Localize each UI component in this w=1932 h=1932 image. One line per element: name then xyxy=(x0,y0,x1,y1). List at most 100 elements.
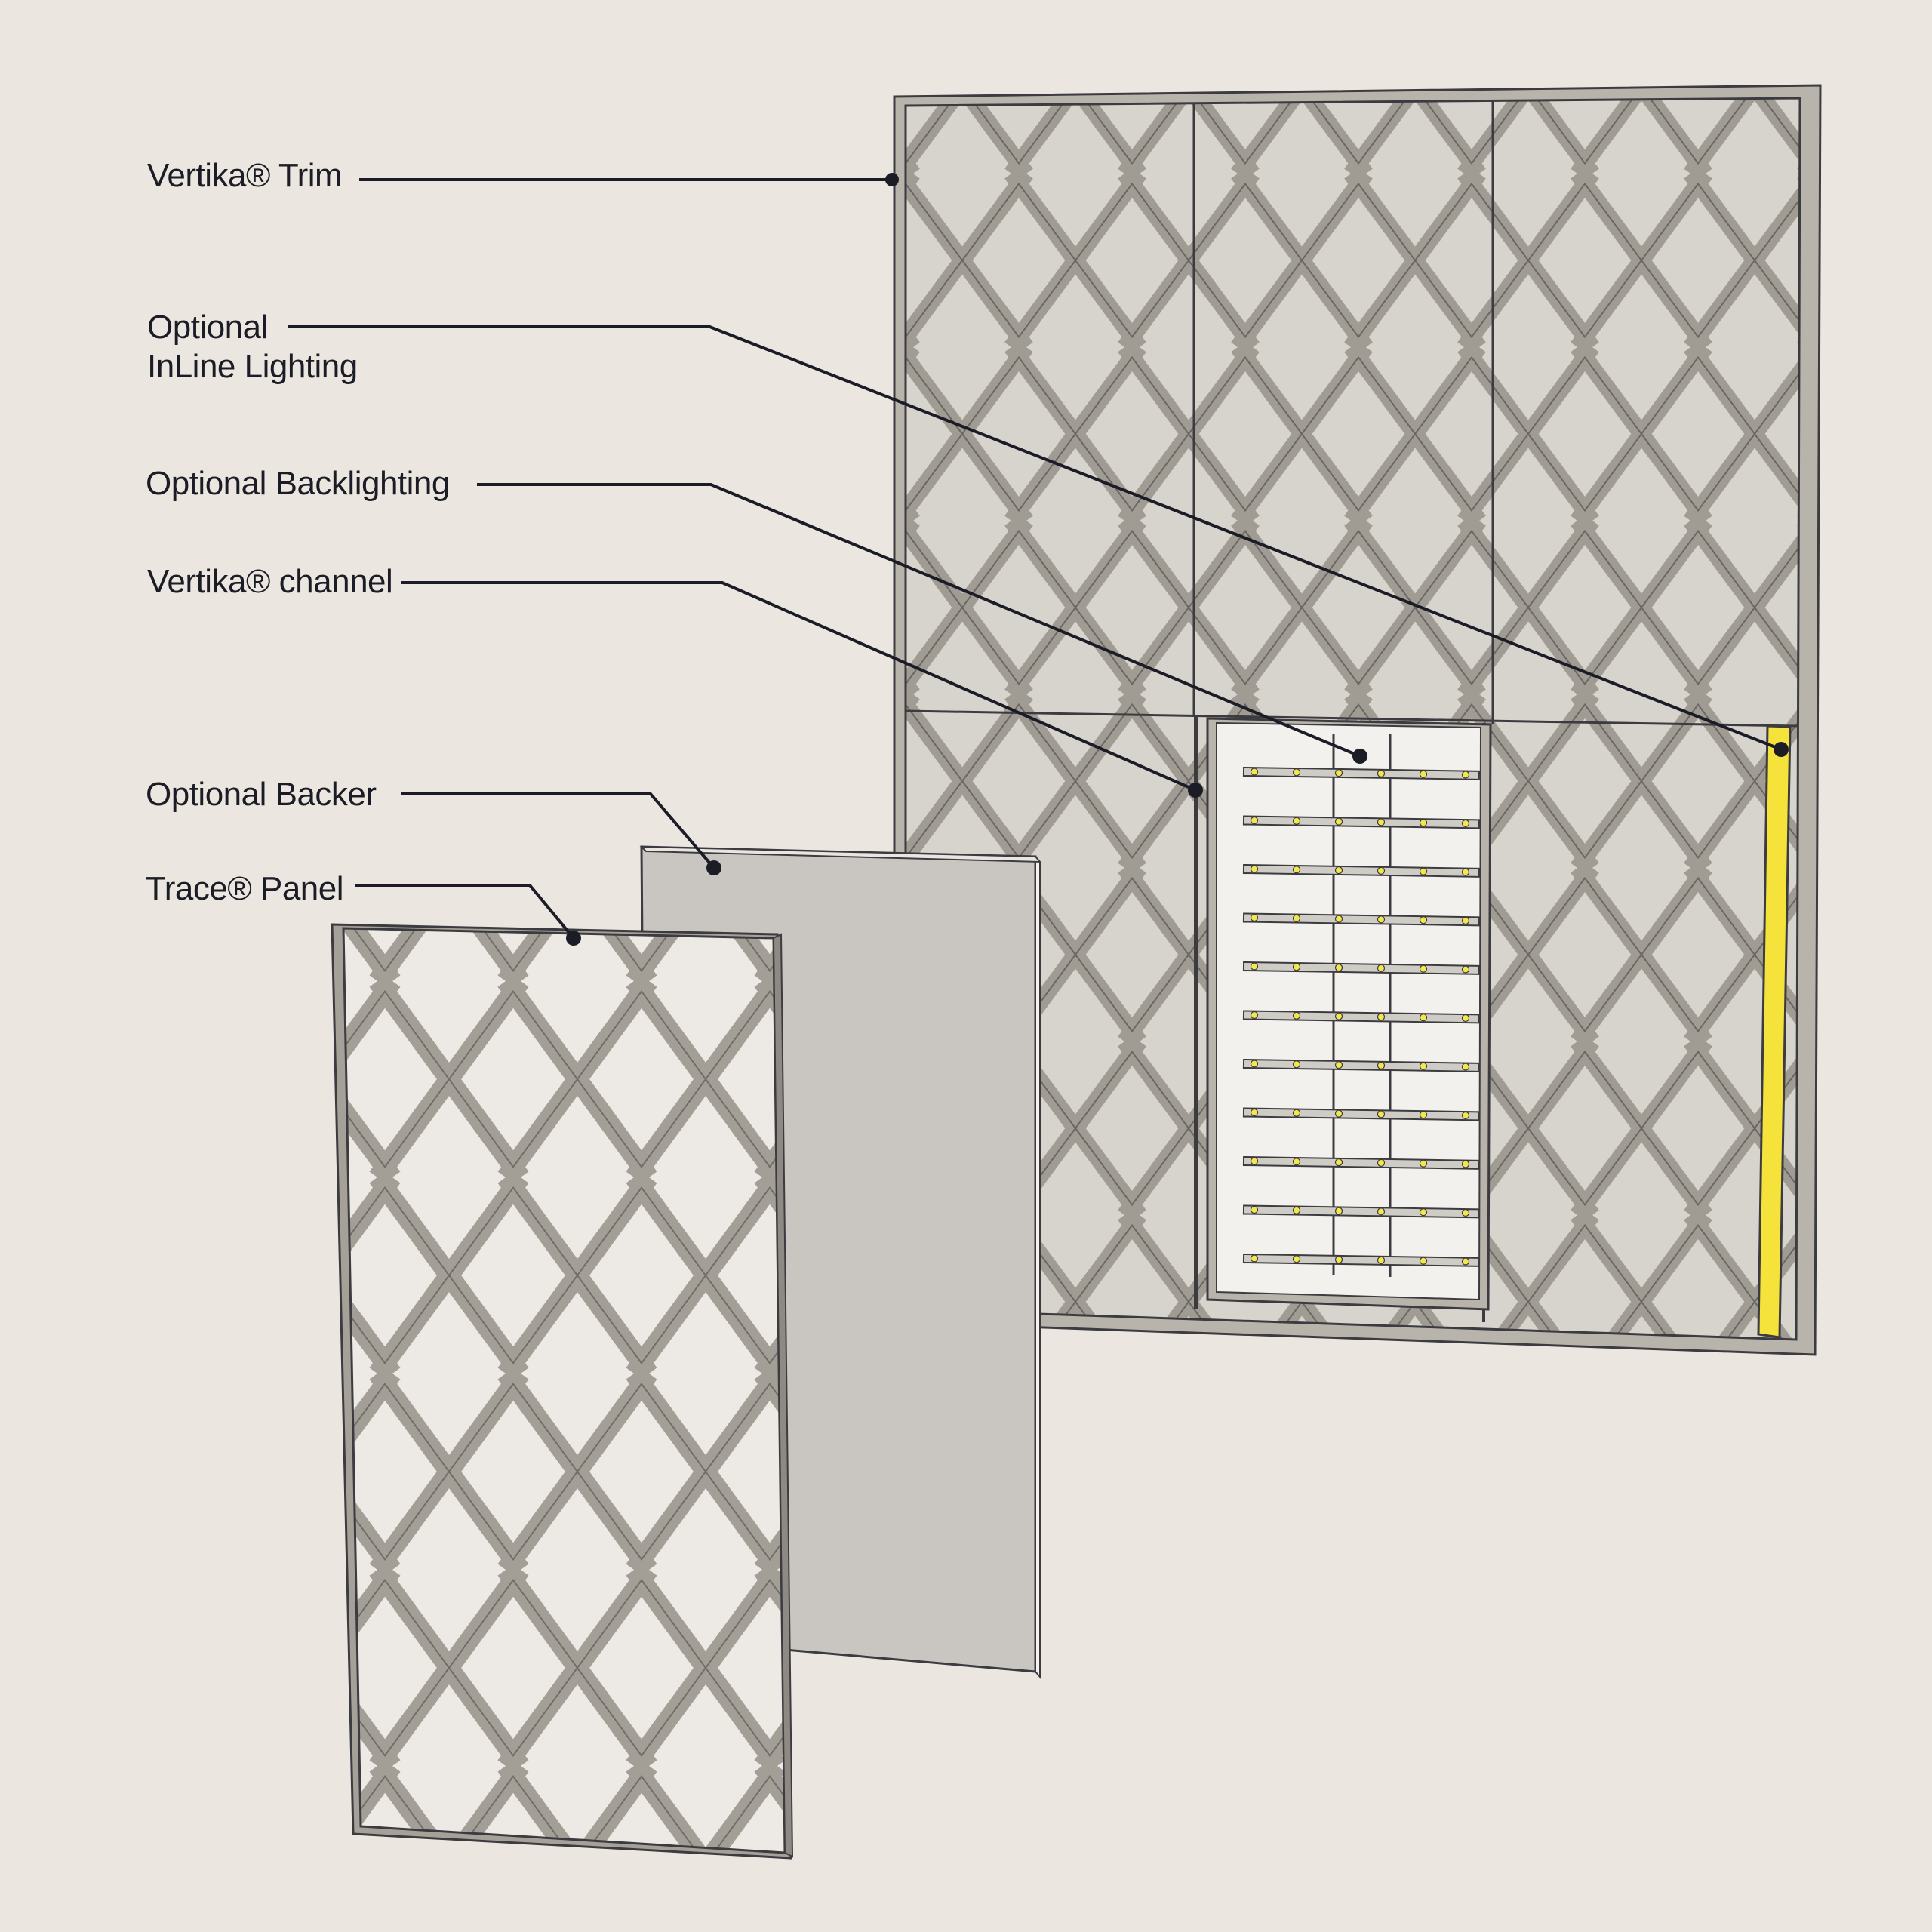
led-strip xyxy=(1242,1058,1481,1072)
led-dot xyxy=(1250,1108,1259,1117)
dot-backlighting xyxy=(1352,749,1367,764)
led-dot xyxy=(1334,817,1343,826)
led-dot xyxy=(1334,1060,1343,1069)
led-strip xyxy=(1242,1253,1481,1267)
led-dot xyxy=(1419,1159,1428,1168)
led-dot xyxy=(1377,866,1386,875)
led-dot xyxy=(1250,816,1259,825)
led-dot xyxy=(1377,1061,1386,1070)
led-dot xyxy=(1419,1062,1428,1070)
led-dot xyxy=(1419,1208,1428,1217)
led-dot xyxy=(1250,1157,1259,1165)
led-dot xyxy=(1334,963,1343,972)
led-dot xyxy=(1419,867,1428,875)
panel-seam-horizontal xyxy=(905,709,1798,728)
led-dot xyxy=(1292,1109,1301,1117)
led-dot xyxy=(1419,1257,1428,1265)
label-inline-line2: InLine Lighting xyxy=(147,348,358,385)
label-inline-line1: Optional xyxy=(147,309,268,346)
led-dot xyxy=(1334,1255,1343,1264)
led-dot xyxy=(1419,964,1428,973)
leader-inline-lighting xyxy=(288,325,1782,751)
led-dot xyxy=(1419,916,1428,924)
led-dot xyxy=(1250,962,1259,971)
led-dot xyxy=(1461,1160,1470,1168)
led-dot xyxy=(1377,818,1386,826)
led-dot xyxy=(1334,1109,1343,1118)
led-dot xyxy=(1377,915,1386,924)
trace-panel xyxy=(331,923,794,1860)
led-dot xyxy=(1377,1208,1386,1216)
dot-backer xyxy=(706,860,721,875)
led-dot xyxy=(1292,914,1301,922)
led-dot xyxy=(1250,1060,1259,1068)
backlighting-bay xyxy=(1206,717,1492,1311)
led-dot xyxy=(1292,817,1301,825)
leader-dots xyxy=(566,173,1789,946)
label-optional-backlighting: Optional Backlighting xyxy=(146,465,450,502)
led-strip xyxy=(1242,863,1481,878)
led-dot xyxy=(1334,1158,1343,1167)
led-strips xyxy=(1242,766,1481,1267)
inline-lighting-strip xyxy=(1757,724,1792,1339)
led-dot xyxy=(1377,1256,1386,1265)
led-dot xyxy=(1461,1111,1470,1120)
led-dot xyxy=(1461,819,1470,828)
led-dot xyxy=(1461,771,1470,779)
led-dot xyxy=(1292,1060,1301,1069)
led-strip xyxy=(1242,1204,1481,1219)
led-dot xyxy=(1461,965,1470,974)
label-trace-panel: Trace® Panel xyxy=(146,870,344,907)
label-optional-inline-lighting: Optional InLine Lighting xyxy=(147,308,358,386)
led-dot xyxy=(1461,868,1470,876)
led-dot xyxy=(1377,1110,1386,1118)
led-dot xyxy=(1250,768,1259,776)
led-dot xyxy=(1377,769,1386,778)
led-dot xyxy=(1292,866,1301,874)
dot-inline-lighting xyxy=(1774,742,1789,757)
led-dot xyxy=(1250,1254,1259,1263)
label-optional-backer: Optional Backer xyxy=(146,776,377,813)
leader-backlighting xyxy=(477,483,1361,758)
led-dot xyxy=(1250,1011,1259,1020)
led-dot xyxy=(1334,768,1343,777)
led-dot xyxy=(1292,1011,1301,1020)
led-dot xyxy=(1250,865,1259,873)
wall-assembly xyxy=(893,84,1822,1356)
led-dot xyxy=(1419,819,1428,827)
label-vertika-trim: Vertika® Trim xyxy=(147,157,343,194)
led-dot xyxy=(1377,964,1386,973)
led-strip xyxy=(1242,815,1481,829)
led-dot xyxy=(1419,1014,1428,1022)
led-dot xyxy=(1250,1205,1259,1214)
led-strip xyxy=(1242,766,1481,780)
dot-panel xyxy=(566,931,581,946)
leader-backer xyxy=(401,792,715,869)
led-dot xyxy=(1292,1206,1301,1214)
led-strip xyxy=(1242,1107,1481,1121)
led-dot xyxy=(1334,866,1343,875)
led-dot xyxy=(1292,963,1301,971)
led-strip xyxy=(1242,1155,1481,1170)
leader-channel xyxy=(401,581,1196,792)
leader-panel xyxy=(355,884,575,940)
led-dot xyxy=(1334,1012,1343,1020)
dot-trim xyxy=(885,173,899,186)
led-dot xyxy=(1334,915,1343,923)
led-dot xyxy=(1461,1014,1470,1023)
led-dot xyxy=(1461,1257,1470,1266)
led-dot xyxy=(1292,768,1301,777)
dot-channel xyxy=(1188,783,1203,798)
leader-lines xyxy=(288,178,1782,940)
led-dot xyxy=(1292,1158,1301,1166)
led-strip xyxy=(1242,1010,1481,1024)
led-dot xyxy=(1461,1208,1470,1217)
led-strip xyxy=(1242,961,1481,975)
led-strip xyxy=(1242,912,1481,927)
led-dot xyxy=(1419,1111,1428,1119)
label-vertika-channel: Vertika® channel xyxy=(147,563,393,600)
led-dot xyxy=(1334,1207,1343,1215)
led-dot xyxy=(1461,1063,1470,1071)
